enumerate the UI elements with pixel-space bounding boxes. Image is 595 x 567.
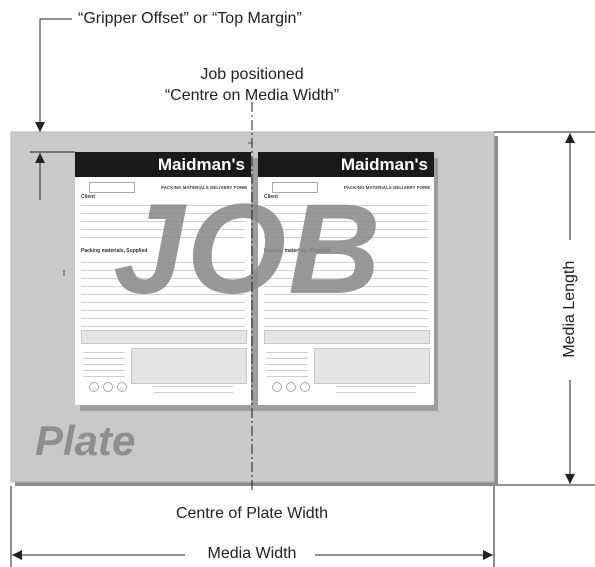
media-width-label: Media Width xyxy=(190,545,314,564)
form-line xyxy=(264,213,428,214)
plate-label: Plate xyxy=(35,417,136,464)
form-line xyxy=(83,370,125,371)
form-logo-mark xyxy=(117,382,127,392)
form-logo-mark xyxy=(103,382,113,392)
client-label: Client xyxy=(264,194,278,200)
form-ref-box xyxy=(89,182,135,193)
section-label: Packing materials, Supplied xyxy=(81,248,148,254)
form-line xyxy=(81,278,245,279)
form-line xyxy=(266,364,308,365)
form-logo-mark xyxy=(300,382,310,392)
form-line xyxy=(264,262,428,263)
form-line xyxy=(264,310,428,311)
form-line xyxy=(264,302,428,303)
form-title: PACKING MATERIALS DELIVERY FORM xyxy=(161,185,247,190)
form-sheet-left: Maidman's PACKING MATERIALS DELIVERY FOR… xyxy=(75,152,251,405)
form-line xyxy=(81,205,245,206)
form-line xyxy=(81,310,245,311)
form-notes-panel xyxy=(314,348,430,384)
form-line xyxy=(264,318,428,319)
form-line xyxy=(266,376,308,377)
form-line xyxy=(81,270,245,271)
gripper-leader xyxy=(35,18,72,132)
form-line xyxy=(83,376,125,377)
section-label: Packing materials, Supplied xyxy=(264,248,331,254)
job-watermark: JOB xyxy=(113,178,383,321)
form-line xyxy=(81,229,245,230)
form-line xyxy=(81,326,245,327)
form-logo-mark xyxy=(89,382,99,392)
form-line xyxy=(264,270,428,271)
job-positioned-label-line2: “Centre on Media Width” xyxy=(164,87,340,104)
brand-name: Maidman's xyxy=(340,155,428,174)
form-grey-panel xyxy=(264,330,430,344)
form-line xyxy=(81,262,245,263)
job-positioned-label-line1: Job positioned xyxy=(200,66,304,83)
form-line xyxy=(266,358,308,359)
form-line xyxy=(81,221,245,222)
form-notes-panel xyxy=(131,348,247,384)
form-line xyxy=(83,364,125,365)
form-line xyxy=(83,358,125,359)
form-logo-mark xyxy=(286,382,296,392)
form-title: PACKING MATERIALS DELIVERY FORM xyxy=(344,185,430,190)
form-header xyxy=(75,152,251,177)
form-line xyxy=(153,392,233,393)
form-line xyxy=(264,221,428,222)
form-line xyxy=(81,294,245,295)
form-header xyxy=(258,152,434,177)
form-line xyxy=(264,294,428,295)
brand-name: Maidman's xyxy=(157,155,245,174)
form-line xyxy=(264,326,428,327)
client-label: Client xyxy=(81,194,95,200)
centre-of-plate-width-label: Centre of Plate Width xyxy=(175,505,329,522)
form-line xyxy=(83,352,125,353)
form-grey-panel xyxy=(81,330,247,344)
form-line xyxy=(264,229,428,230)
form-line xyxy=(81,286,245,287)
form-logo-mark xyxy=(272,382,282,392)
form-line xyxy=(264,286,428,287)
form-line xyxy=(153,386,233,387)
form-line xyxy=(264,237,428,238)
form-sheet-right: Maidman's PACKING MATERIALS DELIVERY FOR… xyxy=(258,152,434,405)
form-line xyxy=(81,302,245,303)
media-length-label: Media Length xyxy=(560,249,580,370)
gripper-offset-label: “Gripper Offset” or “Top Margin” xyxy=(78,10,302,27)
form-line xyxy=(266,370,308,371)
form-line xyxy=(81,318,245,319)
form-line xyxy=(81,237,245,238)
form-line xyxy=(266,352,308,353)
form-line xyxy=(336,392,416,393)
form-line xyxy=(264,278,428,279)
form-line xyxy=(336,386,416,387)
form-line xyxy=(81,213,245,214)
form-ref-box xyxy=(272,182,318,193)
form-line xyxy=(264,205,428,206)
